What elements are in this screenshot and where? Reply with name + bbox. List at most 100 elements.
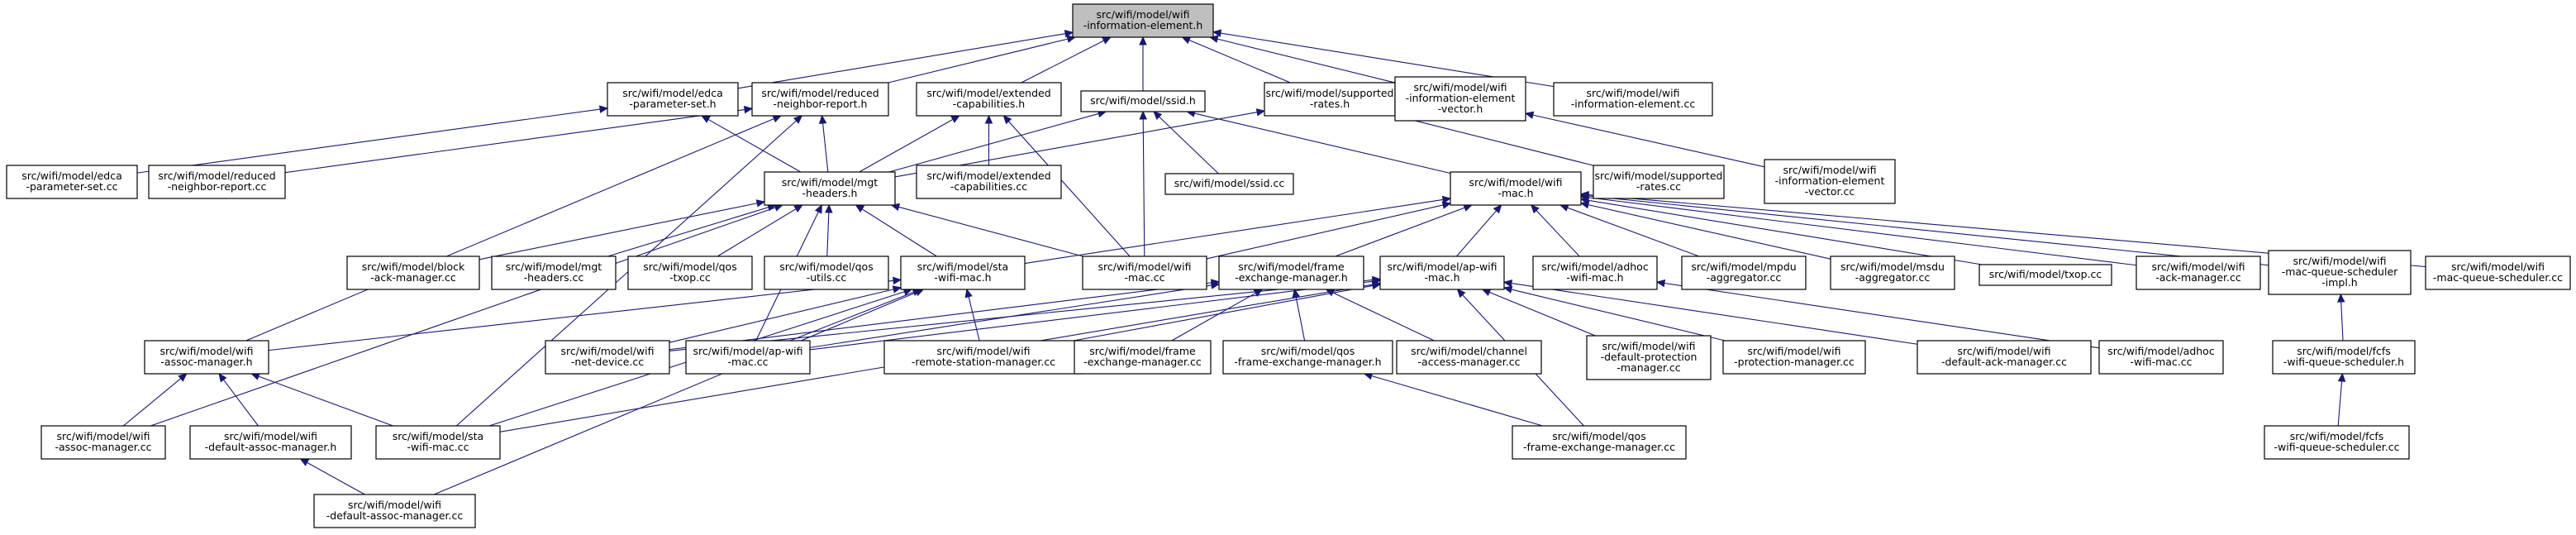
node-label-line: src/wifi/model/supported: [1595, 170, 1723, 182]
node-wifi-ie-h[interactable]: src/wifi/model/wifi-information-element.…: [1072, 3, 1214, 38]
node-label-line: src/wifi/model/channel: [1411, 345, 1527, 357]
edge-dpm_cc-to-apmac_h: [1488, 291, 1596, 337]
node-label-line: -headers.h: [802, 187, 858, 199]
node-label-line: -txop.cc: [669, 271, 711, 284]
edge-layer: [122, 29, 2426, 495]
node-label-line: -mac-queue-scheduler.cc: [2433, 271, 2563, 284]
node-qostxop-cc[interactable]: src/wifi/model/qos-txop.cc: [627, 256, 753, 290]
node-box: [1082, 256, 1207, 290]
node-label-line: src/wifi/model/wifi: [1098, 260, 1192, 273]
node-dpm-cc[interactable]: src/wifi/model/wifi-default-protection-m…: [1586, 335, 1712, 380]
node-qosfem-cc[interactable]: src/wifi/model/qos-frame-exchange-manage…: [1512, 425, 1687, 460]
node-adhoc-cc[interactable]: src/wifi/model/adhoc-wifi-mac.cc: [2098, 340, 2224, 375]
node-mgt-cc[interactable]: src/wifi/model/mgt-headers.cc: [491, 256, 617, 290]
node-label-line: src/wifi/model/qos: [779, 260, 873, 273]
node-cam-cc[interactable]: src/wifi/model/channel-access-manager.cc: [1396, 340, 1542, 375]
node-assoc-cc[interactable]: src/wifi/model/wifi-assoc-manager.cc: [40, 425, 166, 460]
node-ievec-h[interactable]: src/wifi/model/wifi-information-element-…: [1394, 76, 1526, 122]
node-qosutils-cc[interactable]: src/wifi/model/qos-utils.cc: [764, 256, 889, 290]
node-label-line: src/wifi/model/frame: [1089, 345, 1196, 357]
node-label-line: src/wifi/model/reduced: [761, 87, 879, 99]
node-box: [2264, 425, 2410, 460]
edge-mgt_h-to-ssid_h: [888, 112, 1099, 173]
node-label-line: src/wifi/model/ssid.cc: [1174, 177, 1285, 189]
node-dassoc-h[interactable]: src/wifi/model/wifi-default-assoc-manage…: [189, 425, 352, 460]
node-label-line: -ack-manager.cc: [370, 271, 456, 284]
arrowhead-wifi_ie_h: [1102, 36, 1112, 45]
edge-ievec_cc-to-ievec_h: [1532, 114, 1765, 168]
node-qosfem-h[interactable]: src/wifi/model/qos-frame-exchange-manage…: [1222, 340, 1393, 375]
edge-rsm_cc-to-stamac_h: [968, 296, 980, 342]
node-dassoc-cc[interactable]: src/wifi/model/wifi-default-assoc-manage…: [313, 494, 476, 528]
node-label-line: src/wifi/model/ap-wifi: [693, 345, 802, 357]
arrowhead-rnr_h: [793, 115, 803, 124]
node-dam-cc[interactable]: src/wifi/model/wifi-default-ack-manager.…: [1917, 340, 2092, 375]
node-netdev-cc[interactable]: src/wifi/model/wifi-net-device.cc: [545, 340, 670, 375]
node-assoc-h[interactable]: src/wifi/model/wifi-assoc-manager.h: [144, 340, 269, 375]
edge-rnr_cc-to-rnr_h: [284, 108, 745, 174]
node-fem-h[interactable]: src/wifi/model/frame-exchange-manager.h: [1218, 256, 1364, 290]
node-label-line: src/wifi/model/adhoc: [2107, 345, 2215, 357]
node-ievec-cc[interactable]: src/wifi/model/wifi-information-element-…: [1764, 159, 1896, 204]
node-label-line: src/wifi/model/fcfs: [2290, 430, 2384, 442]
node-label-line: src/wifi/model/adhoc: [1541, 260, 1649, 273]
node-extcap-cc[interactable]: src/wifi/model/extended-capabilities.cc: [916, 165, 1062, 199]
arrowhead-extcap_h: [1002, 115, 1012, 125]
edge-mqsimpl_h-to-wifimac_h: [1588, 195, 2269, 266]
node-wifimac-h[interactable]: src/wifi/model/wifi-mac.h: [1450, 171, 1582, 206]
node-box: [144, 340, 269, 375]
node-extcap-h[interactable]: src/wifi/model/extended-capabilities.h: [916, 82, 1062, 117]
node-fem-cc[interactable]: src/wifi/model/frame-exchange-manager.cc: [1074, 340, 1212, 375]
node-apmac-h[interactable]: src/wifi/model/ap-wifi-mac.h: [1379, 256, 1505, 290]
edge-edca_cc-to-edca_h: [136, 108, 601, 174]
node-stamac-cc[interactable]: src/wifi/model/sta-wifi-mac.cc: [375, 425, 501, 460]
node-fcfs-h[interactable]: src/wifi/model/fcfs-wifi-queue-scheduler…: [2272, 340, 2416, 375]
arrowhead-fem_h: [1292, 288, 1300, 299]
node-box: [1218, 256, 1364, 290]
node-edca-cc[interactable]: src/wifi/model/edca-parameter-set.cc: [6, 165, 138, 199]
node-label-line: -manager.cc: [1617, 361, 1680, 374]
node-ssid-h[interactable]: src/wifi/model/ssid.h: [1080, 90, 1206, 112]
node-label-line: src/wifi/model/wifi: [348, 499, 441, 511]
node-rsm-cc[interactable]: src/wifi/model/wifi-remote-station-manag…: [883, 340, 1083, 375]
node-label-line: -information-element: [1775, 174, 1885, 187]
node-rnr-h[interactable]: src/wifi/model/reduced-neighbor-report.h: [751, 82, 889, 117]
node-label-line: -mac.cc: [728, 356, 769, 368]
edge-rnr_h-to-wifi_ie_h: [888, 38, 1069, 84]
node-txop-cc[interactable]: src/wifi/model/txop.cc: [1978, 264, 2112, 286]
node-label-line: -utils.cc: [807, 271, 847, 284]
node-mpdu-cc[interactable]: src/wifi/model/mpdu-aggregator.cc: [1681, 256, 1807, 290]
node-wifimac-cc[interactable]: src/wifi/model/wifi-mac.cc: [1082, 256, 1207, 290]
node-ie-cc[interactable]: src/wifi/model/wifi-information-element.…: [1553, 82, 1713, 117]
node-mqs-cc[interactable]: src/wifi/model/wifi-mac-queue-scheduler.…: [2425, 256, 2571, 290]
node-ackmgr-cc[interactable]: src/wifi/model/wifi-ack-manager.cc: [2136, 256, 2261, 290]
node-box: [1222, 340, 1393, 375]
node-label-line: src/wifi/model/wifi: [57, 430, 150, 442]
node-blockack-cc[interactable]: src/wifi/model/block-ack-manager.cc: [346, 256, 480, 290]
node-mgt-h[interactable]: src/wifi/model/mgt-headers.h: [764, 171, 896, 206]
node-adhoc-h[interactable]: src/wifi/model/adhoc-wifi-mac.h: [1532, 256, 1658, 290]
node-label-line: src/wifi/model/wifi: [2451, 260, 2545, 273]
node-suprates-h[interactable]: src/wifi/model/supported-rates.h: [1264, 82, 1396, 117]
node-label-line: -default-assoc-manager.h: [205, 441, 337, 453]
node-label-line: -headers.cc: [524, 271, 584, 284]
node-stamac-h[interactable]: src/wifi/model/sta-wifi-mac.h: [900, 256, 1026, 290]
node-pm-cc[interactable]: src/wifi/model/wifi-protection-manager.c…: [1722, 340, 1866, 375]
node-msdu-cc[interactable]: src/wifi/model/msdu-aggregator.cc: [1830, 256, 1955, 290]
node-mqsimpl-h[interactable]: src/wifi/model/wifi-mac-queue-scheduler-…: [2268, 250, 2412, 295]
node-ssid-cc[interactable]: src/wifi/model/ssid.cc: [1164, 173, 1294, 195]
arrowhead-edca_h: [598, 105, 609, 113]
node-label-line: -neighbor-report.h: [774, 98, 868, 110]
node-rnr-cc[interactable]: src/wifi/model/reduced-neighbor-report.c…: [148, 165, 286, 199]
node-label-line: src/wifi/model/extended: [926, 170, 1050, 182]
node-box: [1978, 264, 2112, 286]
node-apmac-cc[interactable]: src/wifi/model/ap-wifi-mac.cc: [685, 340, 811, 375]
edge-mgt_h-to-edca_h: [707, 118, 802, 173]
node-label-line: -rates.h: [1310, 98, 1350, 110]
node-label-line: -information-element.h: [1083, 19, 1203, 31]
node-edca-h[interactable]: src/wifi/model/edca-parameter-set.h: [607, 82, 739, 117]
node-label-line: src/wifi/model/wifi: [1414, 81, 1507, 93]
node-fcfs-cc[interactable]: src/wifi/model/fcfs-wifi-queue-scheduler…: [2264, 425, 2410, 460]
node-suprates-cc[interactable]: src/wifi/model/supported-rates.cc: [1593, 165, 1725, 199]
